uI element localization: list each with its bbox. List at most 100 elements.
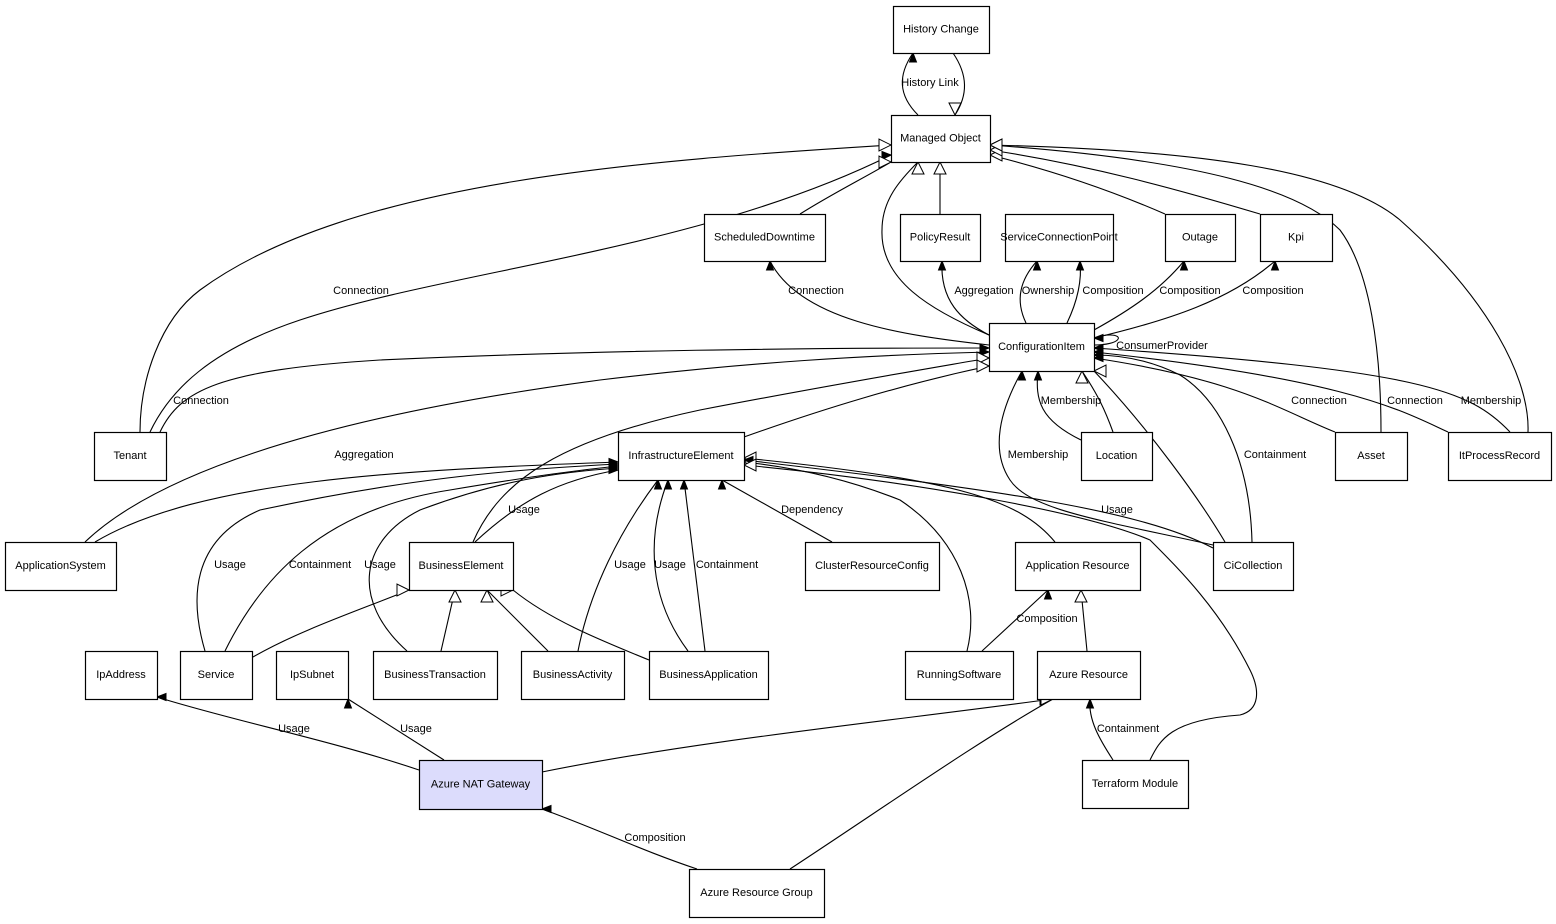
edge-terraform-module-to-infrastructure-element bbox=[742, 458, 1258, 761]
edge-business-activity-to-business-element bbox=[480, 588, 549, 652]
node-box[interactable] bbox=[275, 650, 350, 701]
node-business-activity[interactable]: BusinessActivity bbox=[520, 650, 626, 701]
edge-configuration-item-to-managed-object bbox=[881, 160, 990, 336]
edge-line bbox=[474, 469, 619, 543]
node-outage[interactable]: Outage bbox=[1164, 213, 1237, 263]
node-history-change[interactable]: History Change bbox=[892, 5, 991, 55]
inheritance-arrowhead bbox=[976, 359, 991, 373]
edge-label: Connection bbox=[333, 285, 389, 297]
edge-line bbox=[901, 52, 919, 116]
edge-business-application-to-business-element bbox=[500, 583, 650, 661]
node-box[interactable] bbox=[1212, 541, 1295, 592]
edge-business-transaction-to-business-element bbox=[440, 588, 462, 652]
edge-label: Usage bbox=[400, 723, 432, 735]
edge-line bbox=[989, 154, 1166, 215]
edge-label: Composition bbox=[1159, 285, 1220, 297]
association-arrowhead bbox=[1043, 588, 1053, 600]
edge-label: Membership bbox=[1008, 449, 1069, 461]
edge-application-system-to-configuration-item bbox=[84, 347, 991, 543]
node-box[interactable] bbox=[84, 650, 159, 701]
node-box[interactable] bbox=[1259, 213, 1334, 263]
node-box[interactable] bbox=[648, 650, 770, 701]
association-arrowhead bbox=[1092, 333, 1104, 343]
node-cluster-resource-config[interactable]: ClusterResourceConfig bbox=[804, 541, 941, 592]
edge-line bbox=[981, 589, 1049, 652]
node-location[interactable]: Location bbox=[1080, 431, 1154, 482]
edge-line bbox=[139, 144, 892, 433]
node-box[interactable] bbox=[617, 431, 746, 482]
node-it-process-record[interactable]: ItProcessRecord bbox=[1447, 431, 1553, 482]
edge-line bbox=[156, 696, 420, 771]
node-box[interactable] bbox=[179, 650, 254, 701]
node-box[interactable] bbox=[804, 541, 941, 592]
node-box[interactable] bbox=[1014, 541, 1142, 592]
node-box[interactable] bbox=[520, 650, 626, 701]
node-azure-nat-gateway[interactable]: Azure NAT Gateway bbox=[418, 759, 544, 811]
node-business-transaction[interactable]: BusinessTransaction bbox=[372, 650, 499, 701]
node-box[interactable] bbox=[899, 213, 982, 263]
edge-line bbox=[541, 698, 1053, 773]
edge-label: Usage bbox=[1101, 504, 1133, 516]
node-label: Terraform Module bbox=[1092, 778, 1178, 790]
inheritance-arrowhead bbox=[1075, 369, 1089, 384]
node-application-system[interactable]: ApplicationSystem bbox=[4, 541, 118, 592]
node-box[interactable] bbox=[703, 213, 827, 263]
node-box[interactable] bbox=[688, 868, 826, 919]
node-box[interactable] bbox=[1080, 431, 1154, 482]
inheritance-arrowhead bbox=[448, 588, 462, 603]
node-azure-resource-group[interactable]: Azure Resource Group bbox=[688, 868, 826, 919]
node-box[interactable] bbox=[988, 322, 1096, 373]
node-ci-collection[interactable]: CiCollection bbox=[1212, 541, 1295, 592]
node-running-software[interactable]: RunningSoftware bbox=[904, 650, 1015, 701]
node-box[interactable] bbox=[890, 114, 992, 164]
node-managed-object[interactable]: Managed Object bbox=[890, 114, 992, 164]
node-scheduled-downtime[interactable]: ScheduledDowntime bbox=[703, 213, 827, 263]
node-box[interactable] bbox=[408, 541, 515, 592]
node-service[interactable]: Service bbox=[179, 650, 254, 701]
edge-line bbox=[252, 589, 410, 658]
node-application-resource[interactable]: Application Resource bbox=[1014, 541, 1142, 592]
edge-line bbox=[683, 479, 706, 652]
node-configuration-item[interactable]: ConfigurationItem bbox=[988, 322, 1096, 373]
node-ip-address[interactable]: IpAddress bbox=[84, 650, 159, 701]
node-box[interactable] bbox=[372, 650, 499, 701]
edge-location-to-configuration-item bbox=[1075, 369, 1114, 433]
node-label: Kpi bbox=[1288, 232, 1304, 244]
node-kpi[interactable]: Kpi bbox=[1259, 213, 1334, 263]
edge-service-to-infrastructure-element bbox=[196, 459, 620, 652]
node-box[interactable] bbox=[93, 431, 168, 482]
edge-line bbox=[789, 698, 1054, 870]
edge-line bbox=[1093, 260, 1185, 331]
node-business-element[interactable]: BusinessElement bbox=[408, 541, 515, 592]
node-azure-resource[interactable]: Azure Resource bbox=[1036, 650, 1142, 701]
association-arrowhead bbox=[653, 478, 663, 490]
edge-location-to-configuration-item bbox=[1033, 369, 1082, 441]
association-arrowhead bbox=[343, 697, 353, 709]
node-ip-subnet[interactable]: IpSubnet bbox=[275, 650, 350, 701]
node-box[interactable] bbox=[1334, 431, 1409, 482]
node-terraform-module[interactable]: Terraform Module bbox=[1081, 759, 1190, 810]
node-tenant[interactable]: Tenant bbox=[93, 431, 168, 482]
node-box[interactable] bbox=[1081, 759, 1190, 810]
node-box[interactable] bbox=[1036, 650, 1142, 701]
association-arrowhead bbox=[1179, 259, 1189, 271]
node-infrastructure-element[interactable]: InfrastructureElement bbox=[617, 431, 746, 482]
node-box[interactable] bbox=[1004, 213, 1115, 263]
inheritance-arrowhead bbox=[988, 138, 1003, 152]
edge-line bbox=[769, 260, 990, 346]
node-asset[interactable]: Asset bbox=[1334, 431, 1409, 482]
association-arrowhead bbox=[679, 478, 689, 490]
node-service-connection-point[interactable]: ServiceConnectionPoint bbox=[1000, 213, 1118, 263]
node-box[interactable] bbox=[904, 650, 1015, 701]
node-policy-result[interactable]: PolicyResult bbox=[899, 213, 982, 263]
node-business-application[interactable]: BusinessApplication bbox=[648, 650, 770, 701]
edge-tenant-to-managed-object bbox=[149, 150, 893, 433]
edge-label: Connection bbox=[1387, 395, 1443, 407]
node-box[interactable] bbox=[1164, 213, 1237, 263]
node-box[interactable] bbox=[4, 541, 118, 592]
node-box[interactable] bbox=[892, 5, 991, 55]
edge-line bbox=[998, 370, 1214, 546]
edge-line bbox=[84, 351, 990, 543]
node-box[interactable] bbox=[418, 759, 544, 811]
node-box[interactable] bbox=[1447, 431, 1553, 482]
